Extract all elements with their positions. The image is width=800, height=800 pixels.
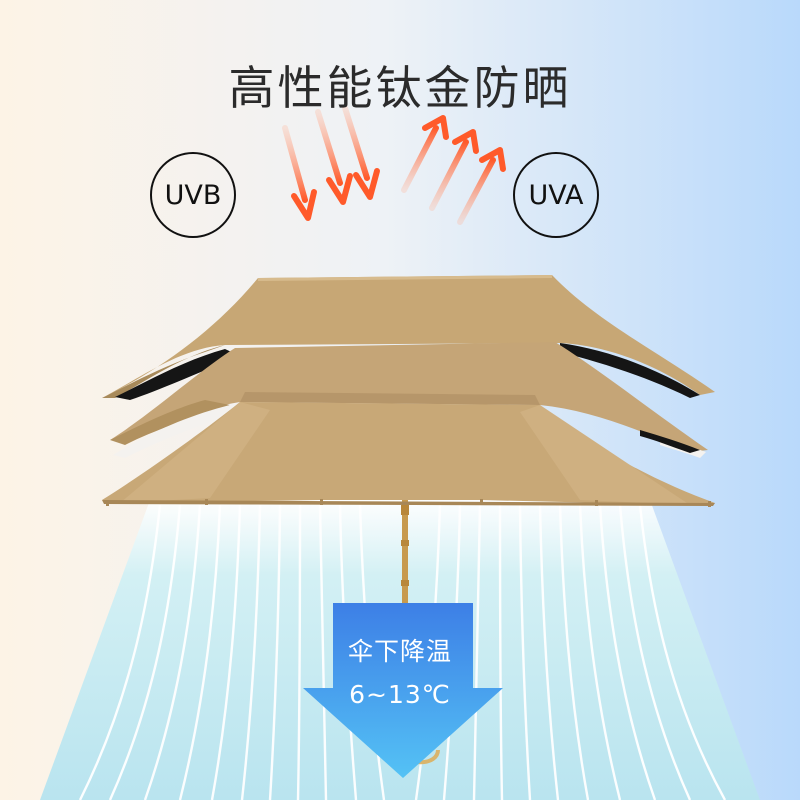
uv-ray-arrow-icon [401, 115, 449, 193]
uv-ray-arrow-icon [315, 109, 353, 205]
uv-ray-arrow-icon [457, 147, 506, 225]
cooling-range: 6~13℃ [349, 680, 451, 709]
uv-ray-arrow-icon-group-left [282, 105, 380, 221]
uv-ray-arrow-icon [342, 105, 380, 200]
cooling-down-arrow-icon [303, 603, 503, 778]
uva-badge: UVA [513, 152, 599, 238]
uv-ray-arrow-icon-group-right [401, 115, 506, 225]
cooling-label: 伞下降温 [347, 637, 452, 666]
umbrella-canopy [102, 275, 715, 507]
uvb-badge: UVB [150, 152, 236, 238]
headline: 高性能钛金防晒 [228, 61, 572, 115]
uv-ray-arrow-icon [282, 125, 317, 221]
uv-ray-arrow-icon [429, 129, 479, 211]
